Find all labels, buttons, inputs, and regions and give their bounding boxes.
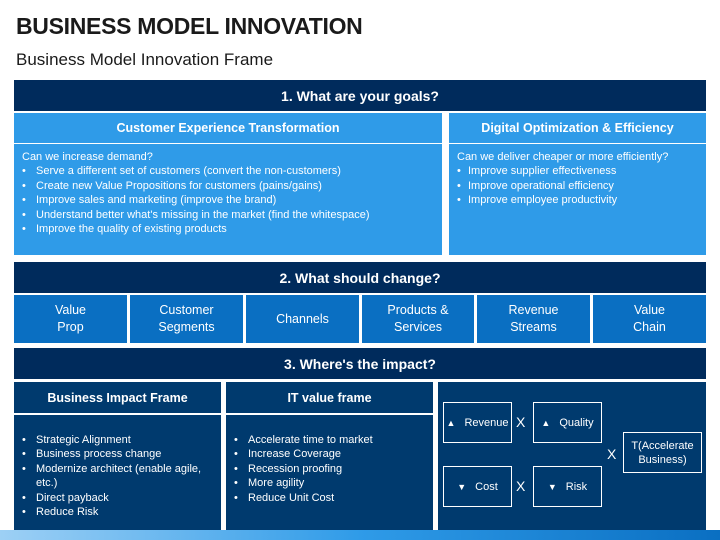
multiply-sign: X <box>516 414 526 430</box>
it-value-list: Accelerate time to market Increase Cover… <box>234 433 425 505</box>
change-box-line: Chain <box>633 320 666 334</box>
change-box-line: Products & <box>387 303 449 317</box>
digital-optimization-list: Improve supplier effectiveness Improve o… <box>457 164 698 208</box>
section-goals-heading: 1. What are your goals? <box>14 80 706 111</box>
formula-cost-label: Cost <box>475 480 498 493</box>
list-item: Improve operational efficiency <box>457 179 698 194</box>
formula-quality-label: Quality <box>559 416 594 429</box>
customer-experience-intro: Can we increase demand? <box>22 151 153 163</box>
it-value-panel: Accelerate time to market Increase Cover… <box>226 415 433 531</box>
list-item: Direct payback <box>22 491 213 506</box>
business-impact-header: Business Impact Frame <box>14 382 221 413</box>
multiply-sign: X <box>607 446 617 462</box>
list-item: More agility <box>234 476 425 491</box>
formula-revenue-label: Revenue <box>464 416 509 429</box>
arrow-down-icon: ▼ <box>547 481 557 492</box>
list-item: Improve supplier effectiveness <box>457 164 698 179</box>
business-impact-list: Strategic Alignment Business process cha… <box>22 433 213 520</box>
list-item: Improve sales and marketing (improve the… <box>22 193 434 208</box>
list-item: Business process change <box>22 447 213 462</box>
formula-cost-box: ▼ Cost <box>443 466 512 507</box>
change-box-line: Value <box>633 303 666 317</box>
change-box-line: Prop <box>57 320 84 334</box>
formula-quality-box: ▲ Quality <box>533 402 602 443</box>
list-item: Reduce Risk <box>22 505 213 520</box>
page-subtitle: Business Model Innovation Frame <box>16 50 274 69</box>
formula-risk-box: ▼ Risk <box>533 466 602 507</box>
list-item: Improve the quality of existing products <box>22 222 434 237</box>
business-impact-panel: Strategic Alignment Business process cha… <box>14 415 221 531</box>
list-item: Create new Value Propositions for custom… <box>22 179 434 194</box>
list-item: Modernize architect (enable agile, etc.) <box>22 462 213 491</box>
change-box-products-services: Products & Services <box>362 295 474 343</box>
customer-experience-panel: Can we increase demand? Serve a differen… <box>14 143 442 255</box>
arrow-up-icon: ▲ <box>446 417 456 428</box>
digital-optimization-intro: Can we deliver cheaper or more efficient… <box>457 151 669 163</box>
formula-revenue-box: ▲ Revenue <box>443 402 512 443</box>
list-item: Increase Coverage <box>234 447 425 462</box>
list-item: Understand better what's missing in the … <box>22 208 434 223</box>
formula-result-label: T(Accelerate Business) <box>631 439 694 466</box>
change-box-line: Customer <box>159 303 214 317</box>
multiply-sign: X <box>516 478 526 494</box>
change-box-line: Revenue <box>508 303 559 317</box>
list-item: Reduce Unit Cost <box>234 491 425 506</box>
formula-result-box: T(Accelerate Business) <box>623 432 702 473</box>
customer-experience-header: Customer Experience Transformation <box>14 113 442 143</box>
list-item: Strategic Alignment <box>22 433 213 448</box>
change-box-line: Segments <box>158 320 215 334</box>
change-box-line: Channels <box>276 311 329 326</box>
list-item: Serve a different set of customers (conv… <box>22 164 434 179</box>
digital-optimization-panel: Can we deliver cheaper or more efficient… <box>449 143 706 255</box>
digital-optimization-header: Digital Optimization & Efficiency <box>449 113 706 143</box>
list-item: Improve employee productivity <box>457 193 698 208</box>
arrow-down-icon: ▼ <box>457 481 467 492</box>
arrow-up-icon: ▲ <box>541 417 551 428</box>
change-box-line: Services <box>394 320 442 334</box>
customer-experience-list: Serve a different set of customers (conv… <box>22 164 434 236</box>
it-value-header: IT value frame <box>226 382 433 413</box>
value-formula-panel: ▲ Revenue X ▲ Quality ▼ Cost X ▼ Risk X T(Ac… <box>438 382 706 531</box>
page-title: BUSINESS MODEL INNOVATION <box>16 13 363 39</box>
change-box-line: Value <box>54 303 87 317</box>
bottom-decoration-strip <box>0 530 720 540</box>
formula-risk-label: Risk <box>565 480 588 493</box>
change-box-line: Streams <box>510 320 557 334</box>
section-impact-heading: 3. Where's the impact? <box>14 348 706 379</box>
list-item: Recession proofing <box>234 462 425 477</box>
list-item: Accelerate time to market <box>234 433 425 448</box>
section-change-heading: 2. What should change? <box>14 262 706 293</box>
change-box-channels: Channels <box>246 295 359 343</box>
